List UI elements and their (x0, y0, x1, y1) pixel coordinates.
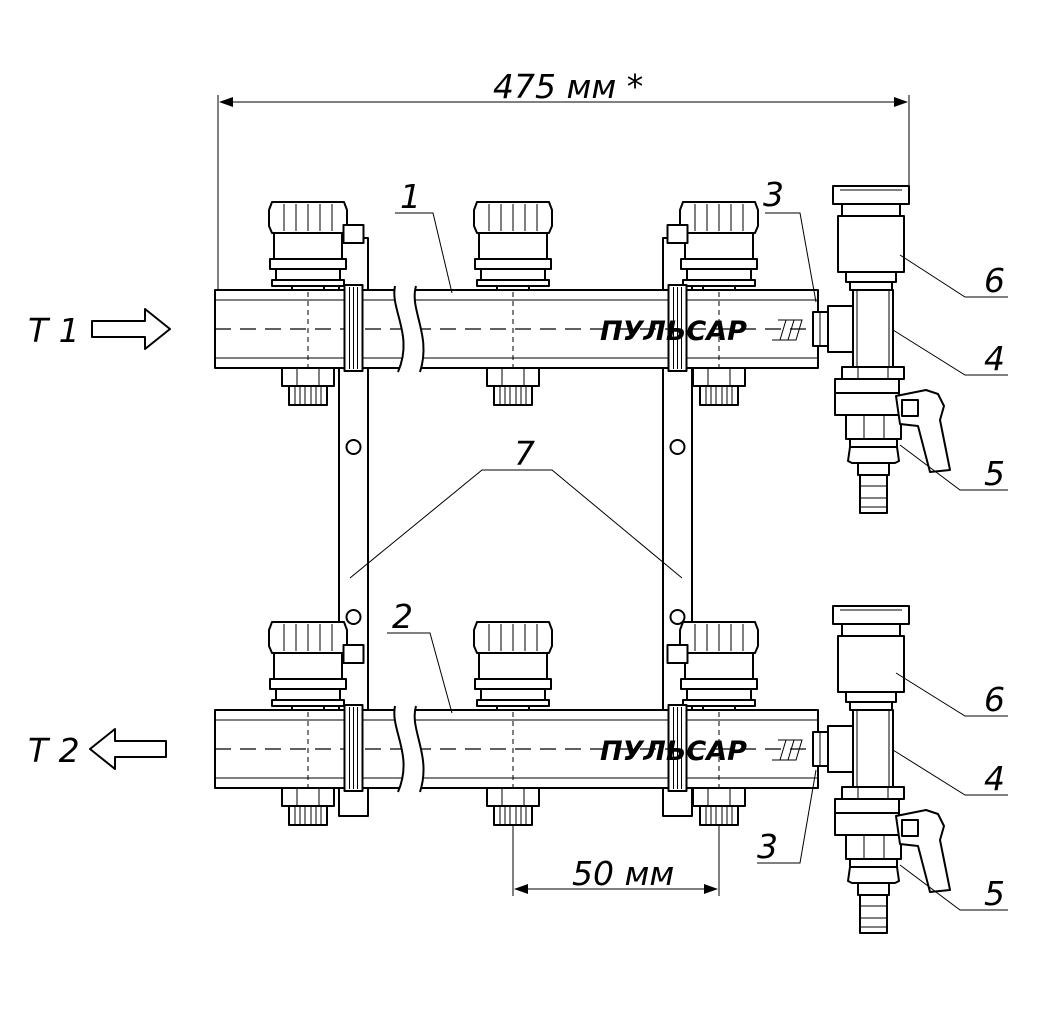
overall-dimension (217, 95, 910, 290)
pitch-dimension (512, 826, 720, 896)
brand-logo: ПУЛЬСАР (600, 736, 747, 767)
callout-4-top: 4 (984, 339, 1005, 378)
supply-manifold: ПУЛЬСАР (214, 185, 951, 514)
callout-7: 7 (514, 434, 535, 473)
callout-6-top: 6 (984, 261, 1005, 300)
return-label: T 2 (28, 731, 80, 770)
callout-1: 1 (400, 177, 421, 216)
overall-length-dimension: 475 мм * (493, 67, 643, 106)
supply-flow-arrow (91, 308, 171, 350)
callout-2: 2 (392, 597, 413, 636)
callout-3-top: 3 (763, 175, 784, 214)
return-manifold: ПУЛЬСАР (214, 605, 951, 934)
callout-3-bottom: 3 (757, 827, 778, 866)
leader-lines (349, 212, 1008, 911)
supply-label: T 1 (28, 311, 80, 350)
pitch-dimension-label: 50 мм (572, 854, 674, 893)
return-flow-arrow (89, 728, 167, 770)
callout-6-bottom: 6 (984, 680, 1005, 719)
callout-4-bottom: 4 (984, 759, 1005, 798)
brand-logo: ПУЛЬСАР (600, 316, 747, 347)
callout-5-top: 5 (984, 454, 1005, 493)
callout-5-bottom: 5 (984, 874, 1005, 913)
